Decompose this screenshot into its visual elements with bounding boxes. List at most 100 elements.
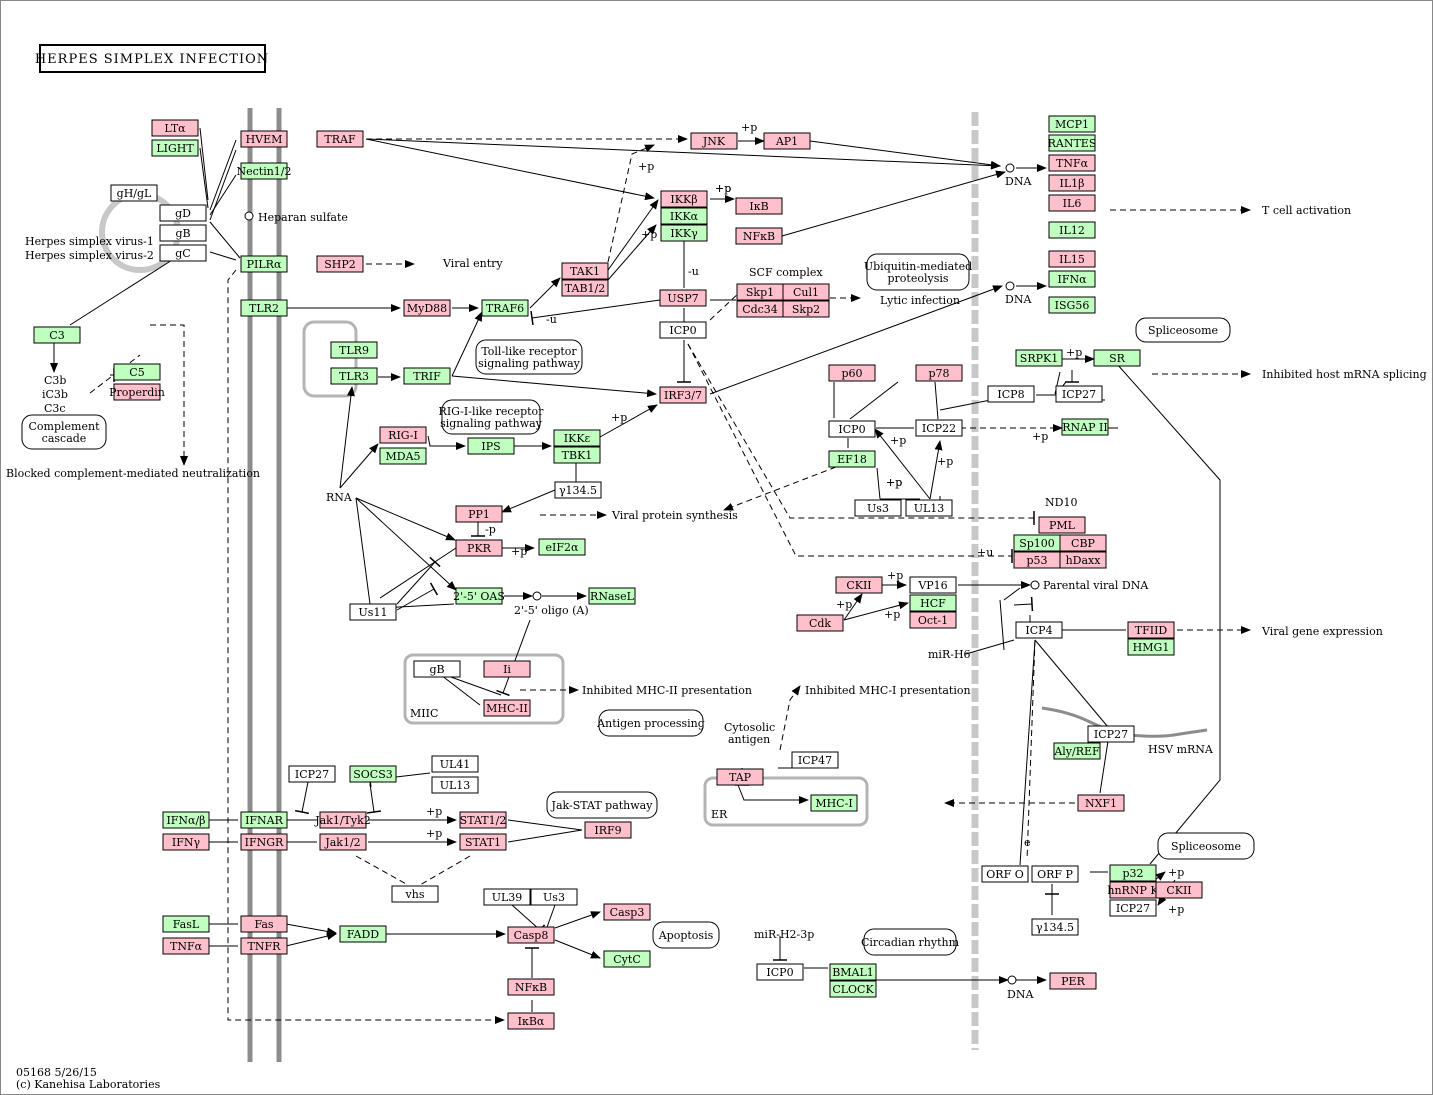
gene-node-icp22[interactable]: ICP22 — [915, 419, 963, 437]
gene-node-ifnar[interactable]: IFNAR — [240, 811, 288, 829]
gene-node-icp27c[interactable]: ICP27 — [288, 765, 336, 783]
gene-node-eif2a[interactable]: eIF2α — [538, 538, 586, 556]
gene-node-il12[interactable]: IL12 — [1048, 221, 1096, 239]
gene-node-sr[interactable]: SR — [1093, 349, 1141, 367]
gene-node-il15[interactable]: IL15 — [1048, 250, 1096, 268]
gene-node-nfkb1[interactable]: NFκB — [735, 227, 783, 245]
gene-node-jak12[interactable]: Jak1/2 — [319, 833, 367, 851]
gene-node-tlr2[interactable]: TLR2 — [240, 299, 288, 317]
gene-node-shp2[interactable]: SHP2 — [316, 255, 364, 273]
gene-node-ikke[interactable]: IKKε — [553, 429, 601, 447]
gene-node-ul41[interactable]: UL41 — [431, 755, 479, 773]
gene-node-ifng[interactable]: IFNγ — [162, 833, 210, 851]
gene-node-ikkb[interactable]: IKKβ — [660, 190, 708, 208]
gene-node-rigi[interactable]: RIG-I — [379, 426, 427, 444]
gene-node-icp4[interactable]: ICP4 — [1015, 621, 1063, 639]
gene-node-traf[interactable]: TRAF — [316, 130, 364, 148]
gene-node-ifngr[interactable]: IFNGR — [240, 833, 288, 851]
gene-node-rnap2[interactable]: RNAP II — [1061, 418, 1109, 436]
gene-node-srpk1[interactable]: SRPK1 — [1015, 349, 1063, 367]
gene-node-pp1[interactable]: PP1 — [455, 505, 503, 523]
gene-node-p53[interactable]: p53 — [1013, 551, 1061, 569]
gene-node-icp8[interactable]: ICP8 — [987, 385, 1035, 403]
gene-node-ifna[interactable]: IFNα — [1048, 270, 1096, 288]
gene-node-us11[interactable]: Us11 — [349, 603, 397, 621]
gene-node-icp0c[interactable]: ICP0 — [756, 963, 804, 981]
gene-node-ckii2[interactable]: CKII — [1155, 881, 1203, 899]
gene-node-g345b[interactable]: γ134.5 — [1031, 918, 1079, 936]
pathway-link-splice1[interactable]: Spliceosome — [1135, 317, 1231, 343]
gene-node-cul1[interactable]: Cul1 — [782, 283, 830, 301]
gene-node-tak1[interactable]: TAK1 — [561, 262, 609, 280]
gene-node-tlr9[interactable]: TLR9 — [330, 341, 378, 359]
gene-node-ifnab[interactable]: IFNα/β — [162, 811, 210, 829]
pathway-link-jakstat[interactable]: Jak-STAT pathway — [546, 791, 658, 819]
gene-node-ef18[interactable]: EF18 — [828, 450, 876, 468]
gene-node-tab12[interactable]: TAB1/2 — [561, 279, 609, 297]
gene-node-hcf[interactable]: HCF — [909, 594, 957, 612]
gene-node-rantes[interactable]: RANTES — [1048, 134, 1097, 152]
gene-node-il6[interactable]: IL6 — [1048, 194, 1096, 212]
gene-node-socs3[interactable]: SOCS3 — [349, 765, 397, 783]
gene-node-hnrnpk[interactable]: hnRNP K — [1107, 881, 1159, 899]
gene-node-properdin[interactable]: Properdin — [109, 383, 165, 401]
gene-node-mhc2[interactable]: MHC-II — [483, 699, 531, 717]
gene-node-orfp[interactable]: ORF P — [1031, 865, 1079, 883]
gene-node-us3a[interactable]: Us3 — [854, 499, 902, 517]
gene-node-ap1[interactable]: AP1 — [763, 132, 811, 150]
gene-node-orfo[interactable]: ORF O — [981, 865, 1029, 883]
gene-node-icp0b[interactable]: ICP0 — [828, 420, 876, 438]
gene-node-gb2[interactable]: gB — [413, 660, 461, 678]
gene-node-mhc1[interactable]: MHC-I — [810, 794, 858, 812]
gene-node-cytc[interactable]: CytC — [603, 950, 651, 968]
gene-node-p32[interactable]: p32 — [1109, 864, 1157, 882]
gene-node-icp47[interactable]: ICP47 — [791, 751, 839, 769]
gene-node-icp0a[interactable]: ICP0 — [659, 321, 707, 339]
gene-node-fasl[interactable]: FasL — [162, 915, 210, 933]
gene-node-pkr[interactable]: PKR — [455, 539, 503, 557]
gene-node-bmal1[interactable]: BMAL1 — [829, 963, 877, 981]
gene-node-icp27b[interactable]: ICP27 — [1087, 725, 1135, 743]
gene-node-tap[interactable]: TAP — [716, 768, 764, 786]
gene-node-fadd[interactable]: FADD — [339, 925, 387, 943]
gene-node-us3b[interactable]: Us3 — [530, 888, 578, 906]
gene-node-p60[interactable]: p60 — [828, 364, 876, 382]
gene-node-skp2[interactable]: Skp2 — [782, 300, 830, 318]
gene-node-rnasel[interactable]: RNaseL — [588, 587, 636, 605]
gene-node-ikka[interactable]: IKKα — [660, 207, 708, 225]
gene-node-tlr3[interactable]: TLR3 — [330, 367, 378, 385]
gene-node-trif[interactable]: TRIF — [403, 367, 451, 385]
gene-node-gb1[interactable]: gB — [159, 224, 207, 242]
gene-node-cdc34[interactable]: Cdc34 — [736, 300, 784, 318]
gene-node-casp3[interactable]: Casp3 — [603, 903, 651, 921]
gene-node-cdk[interactable]: Cdk — [796, 614, 844, 632]
gene-node-g345a[interactable]: γ134.5 — [554, 481, 602, 499]
gene-node-nectin[interactable]: Nectin1/2 — [236, 162, 292, 180]
gene-node-irf9[interactable]: IRF9 — [584, 821, 632, 839]
gene-node-oct1[interactable]: Oct-1 — [909, 611, 957, 629]
gene-node-ikba[interactable]: IκBα — [507, 1012, 555, 1030]
gene-node-vp16[interactable]: VP16 — [909, 576, 957, 594]
gene-node-hdaxx[interactable]: hDaxx — [1059, 551, 1107, 569]
pathway-link-antigen[interactable]: Antigen processing — [596, 709, 705, 737]
gene-node-myd88[interactable]: MyD88 — [403, 299, 451, 317]
gene-node-traf6[interactable]: TRAF6 — [481, 299, 529, 317]
gene-node-ul13[interactable]: UL13 — [905, 499, 953, 517]
gene-node-oas[interactable]: 2'-5' OAS — [453, 587, 505, 605]
gene-node-sp100[interactable]: Sp100 — [1013, 534, 1061, 552]
gene-node-skp1[interactable]: Skp1 — [736, 283, 784, 301]
gene-node-light[interactable]: LIGHT — [151, 139, 199, 157]
gene-node-mcp1[interactable]: MCP1 — [1048, 115, 1096, 133]
gene-node-hvem[interactable]: HVEM — [240, 130, 288, 148]
gene-node-ul13b[interactable]: UL13 — [431, 776, 479, 794]
gene-node-alyref[interactable]: Aly/REF — [1053, 742, 1101, 760]
gene-node-p78[interactable]: p78 — [915, 364, 963, 382]
gene-node-tfiid[interactable]: TFIID — [1127, 621, 1175, 639]
gene-node-pml[interactable]: PML — [1038, 516, 1086, 534]
gene-node-gc[interactable]: gC — [159, 244, 207, 262]
gene-node-lta[interactable]: LTα — [151, 119, 199, 137]
gene-node-ii[interactable]: Ii — [483, 660, 531, 678]
